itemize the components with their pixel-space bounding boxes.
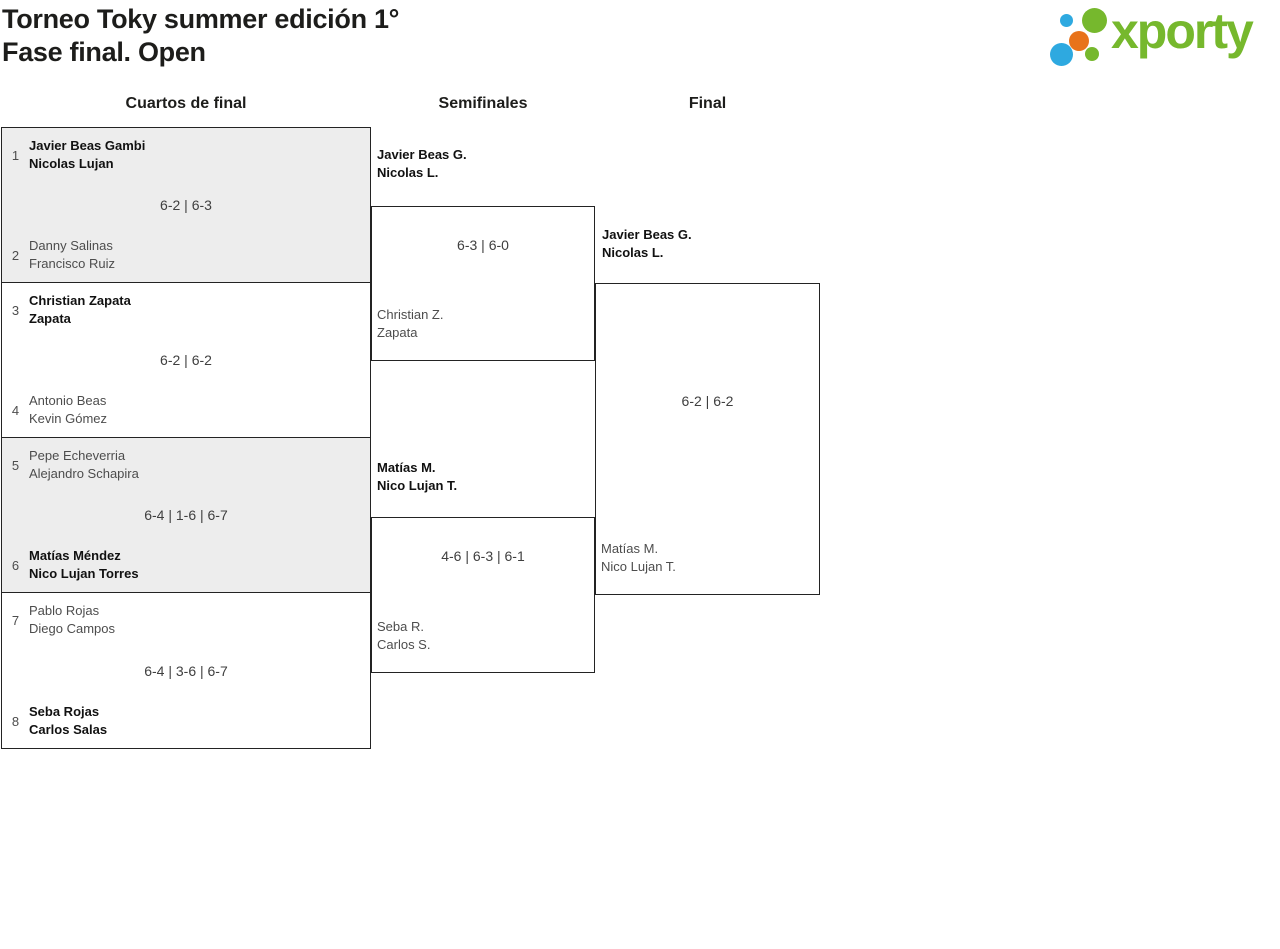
seed-number: 4 — [11, 402, 20, 418]
semifinal-1-top-team: Javier Beas G. Nicolas L. — [377, 147, 467, 180]
match-score: 6-4 | 3-6 | 6-7 — [144, 662, 228, 679]
match-team-bottom: 2 Danny Salinas Francisco Ruiz — [2, 237, 370, 273]
match-semifinal-1[interactable]: 6-3 | 6-0 Christian Z. Zapata — [371, 206, 595, 361]
team-name: Seba Rojas Carlos Salas — [29, 704, 108, 737]
semifinal-2-bottom-team: Seba R. Carlos S. — [377, 619, 431, 652]
match-score: 6-2 | 6-2 — [160, 352, 212, 368]
logo-dot-icon — [1060, 14, 1073, 27]
seed-number: 3 — [11, 302, 20, 318]
team-name: Matías Méndez Nico Lujan Torres — [29, 548, 139, 581]
match-team-bottom: 6 Matías Méndez Nico Lujan Torres — [2, 547, 370, 583]
match-team-top: 5 Pepe Echeverria Alejandro Schapira — [2, 447, 370, 483]
match-quarterfinal-1[interactable]: 1 Javier Beas Gambi Nicolas Lujan 6-2 | … — [2, 128, 370, 283]
xporty-logo[interactable]: xporty — [1040, 0, 1280, 78]
match-quarterfinal-2[interactable]: 3 Christian Zapata Zapata 6-2 | 6-2 4 An… — [2, 283, 370, 438]
seed-number: 6 — [11, 557, 20, 573]
team-name: Pepe Echeverria Alejandro Schapira — [29, 448, 139, 481]
team-name: Danny Salinas Francisco Ruiz — [29, 238, 115, 271]
match-score: 6-2 | 6-2 — [681, 393, 734, 409]
final-bottom-team: Matías M. Nico Lujan T. — [601, 541, 676, 574]
semifinal-1-bottom-team: Christian Z. Zapata — [377, 307, 444, 340]
round-header-quarterfinals: Cuartos de final — [125, 95, 247, 112]
seed-number: 5 — [11, 457, 20, 473]
logo-dot-icon — [1082, 8, 1107, 33]
match-team-top: 3 Christian Zapata Zapata — [2, 292, 370, 328]
team-name: Christian Zapata Zapata — [29, 293, 131, 326]
match-score: 6-4 | 1-6 | 6-7 — [144, 507, 228, 523]
match-score: 6-3 | 6-0 — [457, 237, 509, 253]
match-score: 6-2 | 6-3 — [160, 197, 212, 213]
match-team-bottom: 4 Antonio Beas Kevin Gómez — [2, 392, 370, 428]
match-team-top: 1 Javier Beas Gambi Nicolas Lujan — [2, 137, 370, 173]
match-score: 4-6 | 6-3 | 6-1 — [441, 548, 525, 564]
round-header-semifinals: Semifinales — [438, 95, 528, 112]
final-top-team: Javier Beas G. Nicolas L. — [602, 227, 692, 260]
page-title: Torneo Toky summer edición 1° Fase final… — [2, 3, 399, 69]
seed-number: 7 — [11, 612, 20, 628]
team-name: Javier Beas Gambi Nicolas Lujan — [29, 138, 146, 171]
match-semifinal-2[interactable]: 4-6 | 6-3 | 6-1 Seba R. Carlos S. — [371, 517, 595, 673]
match-team-bottom: 8 Seba Rojas Carlos Salas — [2, 703, 370, 739]
seed-number: 1 — [11, 147, 20, 163]
logo-wordmark: xporty — [1111, 3, 1254, 59]
semifinal-2-top-team: Matías M. Nico Lujan T. — [377, 460, 458, 493]
seed-number: 2 — [11, 247, 20, 263]
quarterfinals-column: 1 Javier Beas Gambi Nicolas Lujan 6-2 | … — [1, 127, 371, 749]
seed-number: 8 — [11, 713, 20, 729]
tournament-name: Torneo Toky summer edición 1° — [2, 4, 400, 34]
phase-name: Fase final. Open — [2, 37, 206, 67]
logo-dot-icon — [1050, 43, 1073, 66]
match-team-top: 7 Pablo Rojas Diego Campos — [2, 602, 370, 638]
match-quarterfinal-4[interactable]: 7 Pablo Rojas Diego Campos 6-4 | 3-6 | 6… — [2, 593, 370, 748]
match-quarterfinal-3[interactable]: 5 Pepe Echeverria Alejandro Schapira 6-4… — [2, 438, 370, 593]
match-final[interactable]: 6-2 | 6-2 Matías M. Nico Lujan T. — [595, 283, 820, 595]
logo-dot-icon — [1069, 31, 1089, 51]
round-header-final: Final — [688, 95, 727, 112]
team-name: Antonio Beas Kevin Gómez — [29, 393, 108, 426]
team-name: Pablo Rojas Diego Campos — [29, 603, 115, 636]
logo-dot-icon — [1085, 47, 1099, 61]
